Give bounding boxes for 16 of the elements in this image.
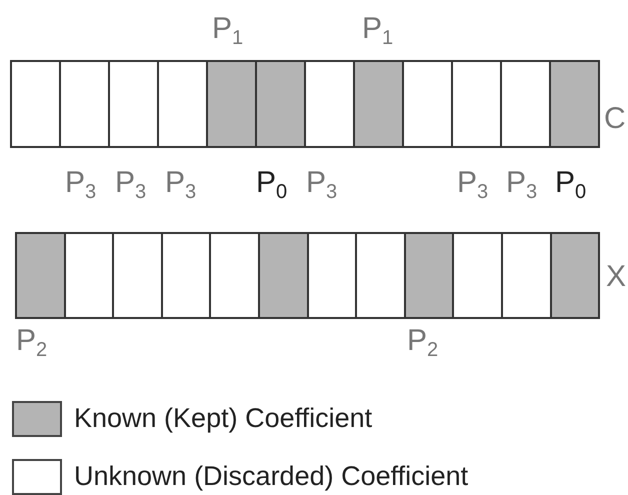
subscript-label: P$_{0}$ <box>256 168 288 202</box>
subscript-label: P$_{3}$ <box>506 168 538 202</box>
row-label: C <box>604 104 626 134</box>
subscript-label: P$_{3}$ <box>165 168 196 202</box>
legend-label: Known (Kept) Coefficient <box>74 405 372 432</box>
subscript-label: P$_{3}$ <box>457 168 488 202</box>
legend-label: Unknown (Discarded) Coefficient <box>74 463 468 490</box>
subscript-label: P$_{0}$ <box>555 168 586 202</box>
subscript-label: P$_{3}$ <box>306 168 338 202</box>
subscript-label: P$_{1}$ <box>212 14 244 48</box>
subscript-label: P$_{2}$ <box>407 326 438 360</box>
subscript-label: P$_{2}$ <box>16 326 48 360</box>
subscript-label: P$_{3}$ <box>65 168 96 202</box>
subscript-label: P$_{3}$ <box>115 168 146 202</box>
row-label: X <box>606 262 626 292</box>
subscript-label: P$_{1}$ <box>362 14 394 48</box>
